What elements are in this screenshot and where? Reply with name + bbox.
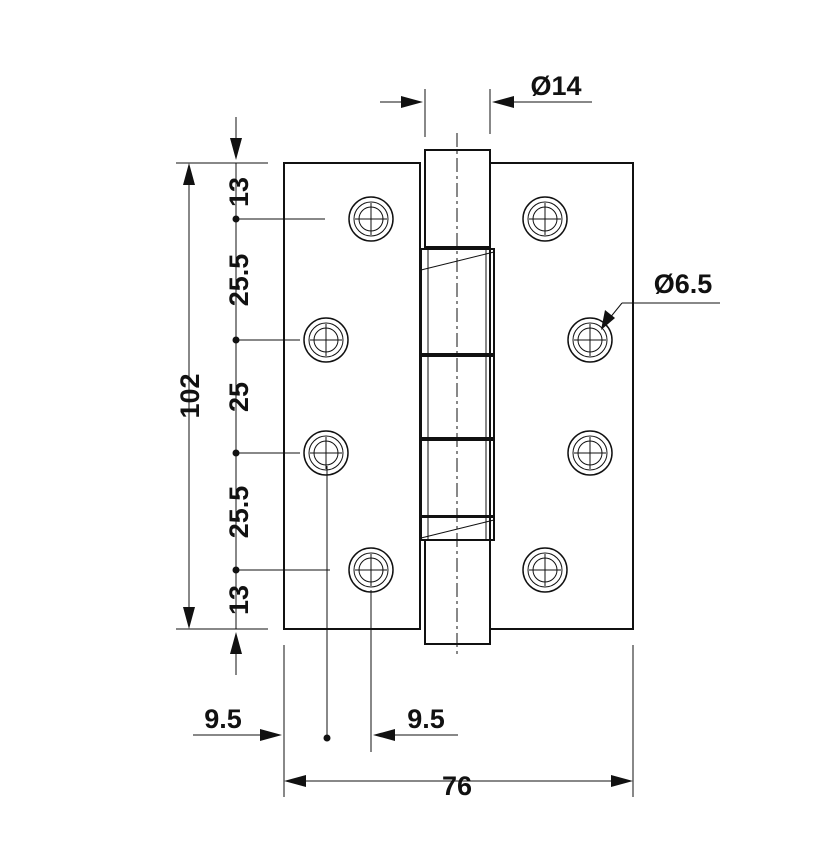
right-leaf	[489, 162, 634, 630]
screw-hole	[522, 196, 568, 242]
height-total-label: 102	[175, 373, 205, 418]
dimension-labels: Ø14 Ø6.5 76 9.5 9.5 102 13 25.5 25 25.5 …	[175, 71, 712, 801]
screw-hole	[522, 547, 568, 593]
screw-hole	[567, 317, 613, 363]
edge-offset-left-label: 9.5	[204, 704, 242, 734]
spacing-1-label: 25.5	[224, 254, 254, 307]
screw-hole	[303, 317, 349, 363]
screw-hole	[348, 196, 394, 242]
screw-hole	[303, 430, 349, 476]
hinge-leaves	[283, 162, 634, 630]
knuckle-diameter-dimension	[380, 89, 592, 137]
vertical-dimensions	[176, 117, 268, 675]
hole-diameter-label: Ø6.5	[654, 269, 713, 299]
width-total-label: 76	[442, 771, 472, 801]
horizontal-dimensions	[193, 466, 634, 797]
edge-offset-right-label: 9.5	[407, 704, 445, 734]
hole-diameter-leader	[601, 302, 720, 330]
spacing-bottom-label: 13	[224, 585, 254, 615]
screw-holes	[303, 196, 613, 593]
screw-hole	[348, 547, 394, 593]
screw-hole	[567, 430, 613, 476]
spacing-top-label: 13	[224, 177, 254, 207]
knuckle-diameter-label: Ø14	[530, 71, 581, 101]
spacing-3-label: 25.5	[224, 486, 254, 539]
spacing-2-label: 25	[224, 382, 254, 412]
